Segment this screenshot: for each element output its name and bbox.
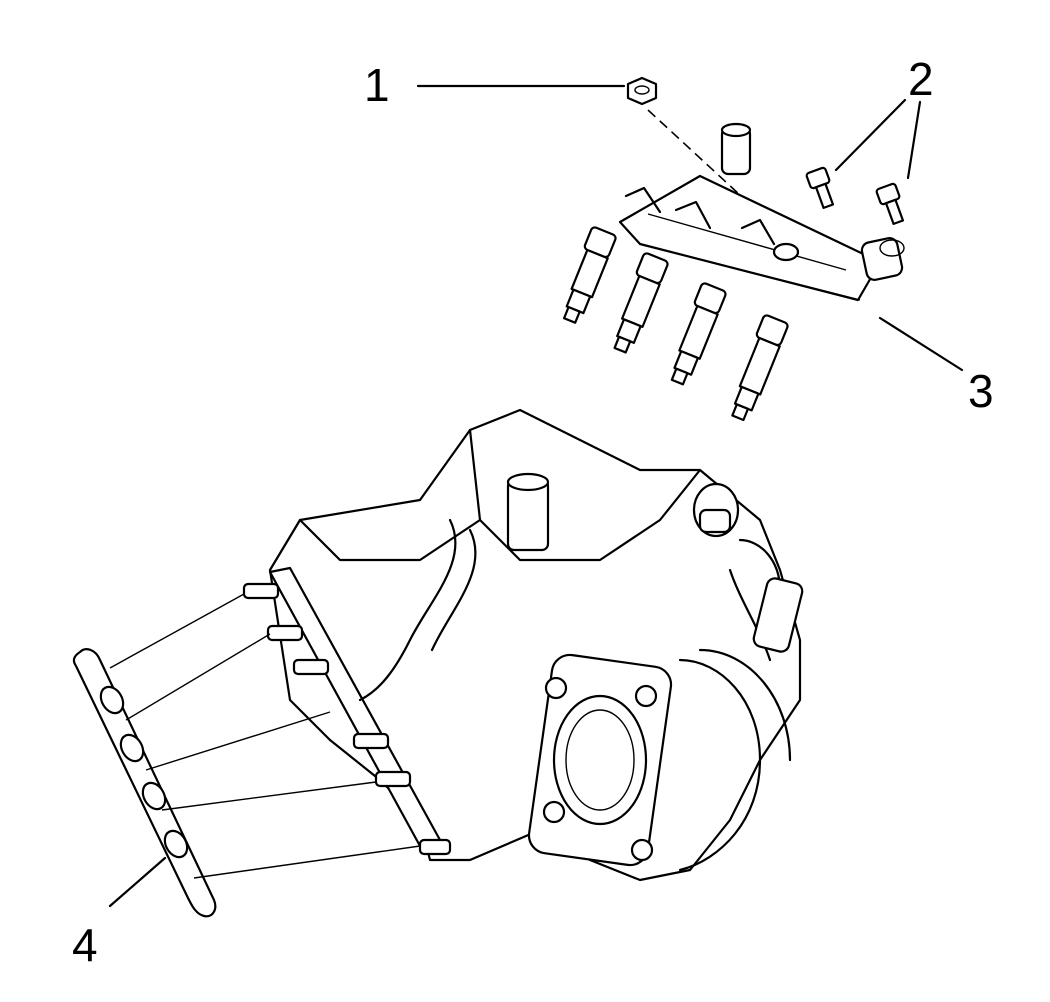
leader-line-4 [108, 856, 167, 908]
leader-lines [108, 84, 964, 908]
bolts [805, 166, 905, 226]
leader-line-3 [878, 316, 964, 372]
leader-line-2a [834, 98, 907, 172]
callout-2: 2 [908, 53, 934, 105]
intake-manifold [242, 408, 804, 882]
callout-4: 4 [72, 919, 98, 971]
callout-1: 1 [364, 59, 390, 111]
fuel-rail-assembly [562, 122, 905, 422]
leader-line-2b [906, 100, 922, 180]
callout-3: 3 [968, 365, 994, 417]
intake-manifold-gasket [72, 593, 421, 918]
